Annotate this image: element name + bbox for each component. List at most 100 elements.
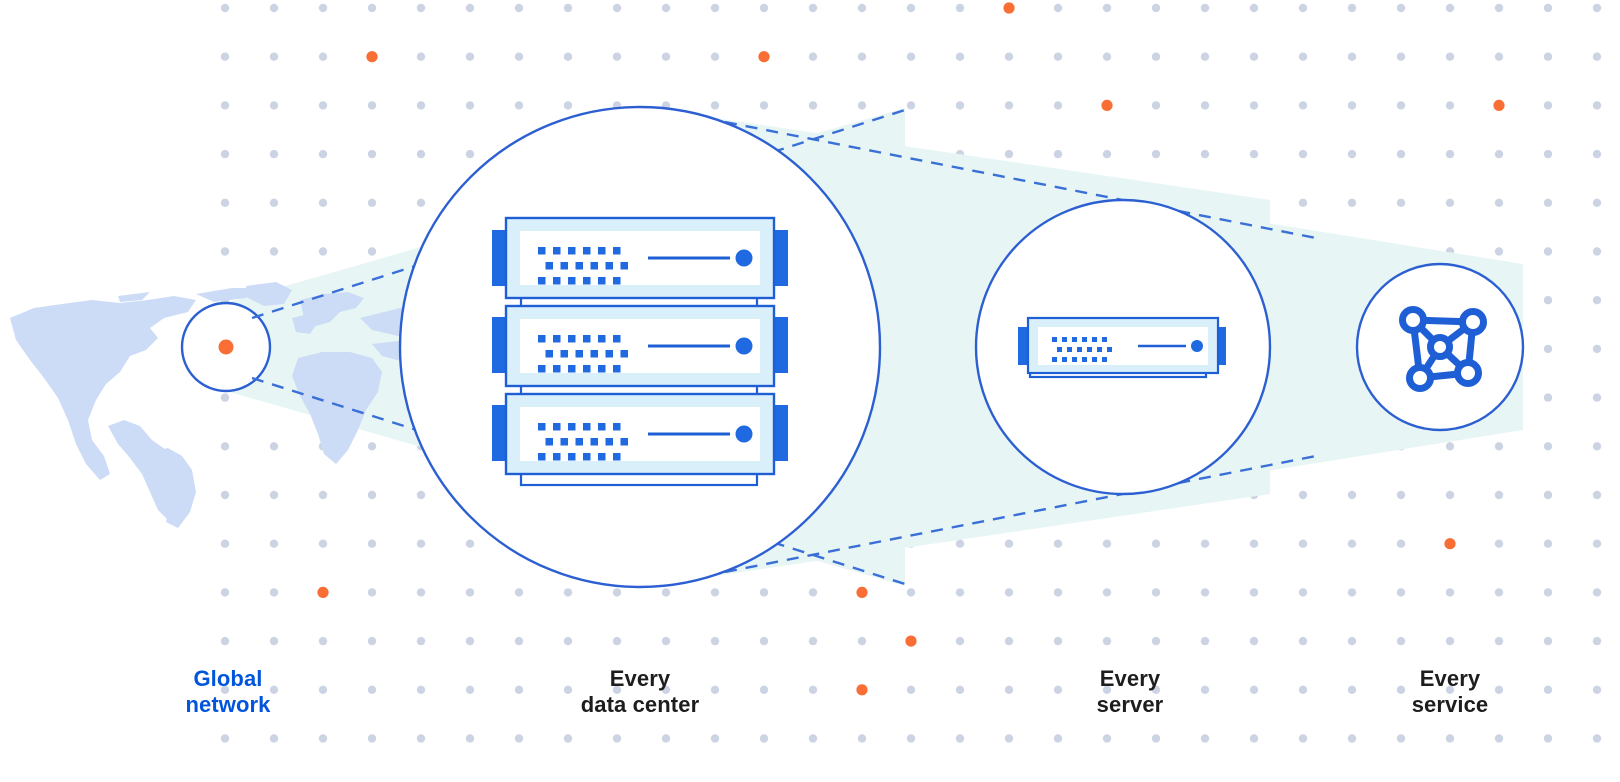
server-status-led-1 bbox=[735, 249, 753, 267]
grid-dot bbox=[1592, 149, 1602, 159]
grid-dot bbox=[1592, 52, 1602, 61]
grid-dot bbox=[465, 3, 475, 13]
grid-dot bbox=[1592, 101, 1602, 110]
grid-dot bbox=[1445, 3, 1455, 13]
server-led-dot bbox=[553, 277, 561, 285]
grid-dot bbox=[416, 101, 426, 110]
grid-dot bbox=[1053, 52, 1063, 61]
grid-dot bbox=[1249, 101, 1259, 110]
grid-dot bbox=[1543, 52, 1553, 61]
grid-dot-highlight bbox=[366, 51, 378, 63]
grid-dot bbox=[318, 490, 328, 500]
grid-dot bbox=[220, 588, 230, 597]
grid-dot bbox=[269, 636, 279, 646]
grid-dot bbox=[1396, 149, 1406, 159]
grid-dot bbox=[465, 636, 475, 646]
grid-dot bbox=[906, 52, 916, 61]
grid-dot bbox=[563, 52, 573, 61]
grid-dot bbox=[514, 636, 524, 646]
grid-dot bbox=[1543, 247, 1553, 256]
grid-dot-highlight bbox=[905, 635, 917, 647]
grid-dot bbox=[318, 3, 328, 13]
grid-dot bbox=[1592, 393, 1602, 402]
grid-dot bbox=[465, 685, 475, 694]
grid-dot-highlight bbox=[317, 586, 329, 599]
grid-dot bbox=[1445, 636, 1455, 646]
grid-dot bbox=[1298, 685, 1308, 694]
grid-dot bbox=[416, 149, 426, 159]
server-led-dot bbox=[583, 247, 591, 255]
grid-dot bbox=[857, 734, 867, 743]
server-led-dot bbox=[538, 335, 546, 343]
grid-dot bbox=[318, 247, 328, 256]
grid-dot bbox=[1151, 52, 1161, 61]
grid-dot bbox=[367, 101, 377, 110]
grid-dot bbox=[269, 3, 279, 13]
server-led-dot bbox=[590, 438, 598, 446]
grid-dot bbox=[1298, 734, 1308, 743]
grid-dot bbox=[416, 539, 426, 548]
grid-dot-highlight bbox=[1003, 2, 1015, 14]
grid-dot bbox=[710, 685, 720, 694]
grid-dot bbox=[1053, 588, 1063, 597]
grid-dot bbox=[906, 588, 916, 597]
grid-dot bbox=[1592, 539, 1602, 548]
grid-dot bbox=[1396, 198, 1406, 207]
grid-dot bbox=[1151, 101, 1161, 110]
server-led-dot bbox=[583, 277, 591, 285]
grid-dot bbox=[563, 685, 573, 694]
grid-dot bbox=[1298, 3, 1308, 13]
grid-dot bbox=[1249, 685, 1259, 694]
server-led-dot bbox=[575, 350, 583, 358]
grid-dot bbox=[1494, 149, 1504, 159]
grid-dot bbox=[269, 734, 279, 743]
server-led-dot bbox=[613, 453, 621, 461]
grid-dot bbox=[1543, 734, 1553, 743]
grid-dot bbox=[563, 734, 573, 743]
grid-dot bbox=[1298, 588, 1308, 597]
server-led-dot bbox=[1092, 337, 1097, 342]
server-led-dot bbox=[553, 335, 561, 343]
grid-dot bbox=[1592, 442, 1602, 451]
grid-dot bbox=[1298, 636, 1308, 646]
grid-dot bbox=[759, 101, 769, 110]
grid-dot bbox=[318, 685, 328, 694]
grid-dot bbox=[1347, 490, 1357, 500]
label-global-network: Global network bbox=[185, 666, 271, 717]
server-status-led-3 bbox=[735, 425, 753, 443]
grid-dot bbox=[1592, 490, 1602, 500]
server-led-dot bbox=[620, 262, 628, 270]
grid-dot bbox=[759, 734, 769, 743]
grid-dot bbox=[1151, 3, 1161, 13]
server-led-dot bbox=[553, 247, 561, 255]
grid-dot bbox=[1151, 734, 1161, 743]
server-led-dot bbox=[1102, 357, 1107, 362]
grid-dot bbox=[906, 101, 916, 110]
grid-dot bbox=[906, 685, 916, 694]
server-led-dot bbox=[605, 262, 613, 270]
grid-dot bbox=[1102, 3, 1112, 13]
grid-dot bbox=[318, 198, 328, 207]
server-led-dot bbox=[598, 453, 606, 461]
grid-dot bbox=[1347, 149, 1357, 159]
server-unit-2 bbox=[492, 304, 788, 388]
server-led-dot bbox=[568, 365, 576, 373]
grid-dot bbox=[1200, 734, 1210, 743]
graph-node-bottom-left bbox=[1406, 364, 1434, 392]
grid-dot bbox=[1249, 52, 1259, 61]
grid-dot bbox=[367, 636, 377, 646]
grid-dot bbox=[808, 588, 818, 597]
server-led-dot bbox=[583, 365, 591, 373]
server-led-dot bbox=[613, 423, 621, 431]
grid-dot bbox=[416, 198, 426, 207]
grid-dot-highlight bbox=[1493, 99, 1505, 111]
grid-dot bbox=[612, 734, 622, 743]
grid-dot bbox=[808, 734, 818, 743]
graph-node-top-left bbox=[1399, 306, 1427, 334]
grid-dot bbox=[367, 442, 377, 451]
grid-dot bbox=[612, 3, 622, 13]
server-led-dot bbox=[1077, 347, 1082, 352]
grid-dot bbox=[1004, 52, 1014, 61]
single-server-status-led bbox=[1191, 340, 1203, 352]
server-led-dot bbox=[605, 438, 613, 446]
